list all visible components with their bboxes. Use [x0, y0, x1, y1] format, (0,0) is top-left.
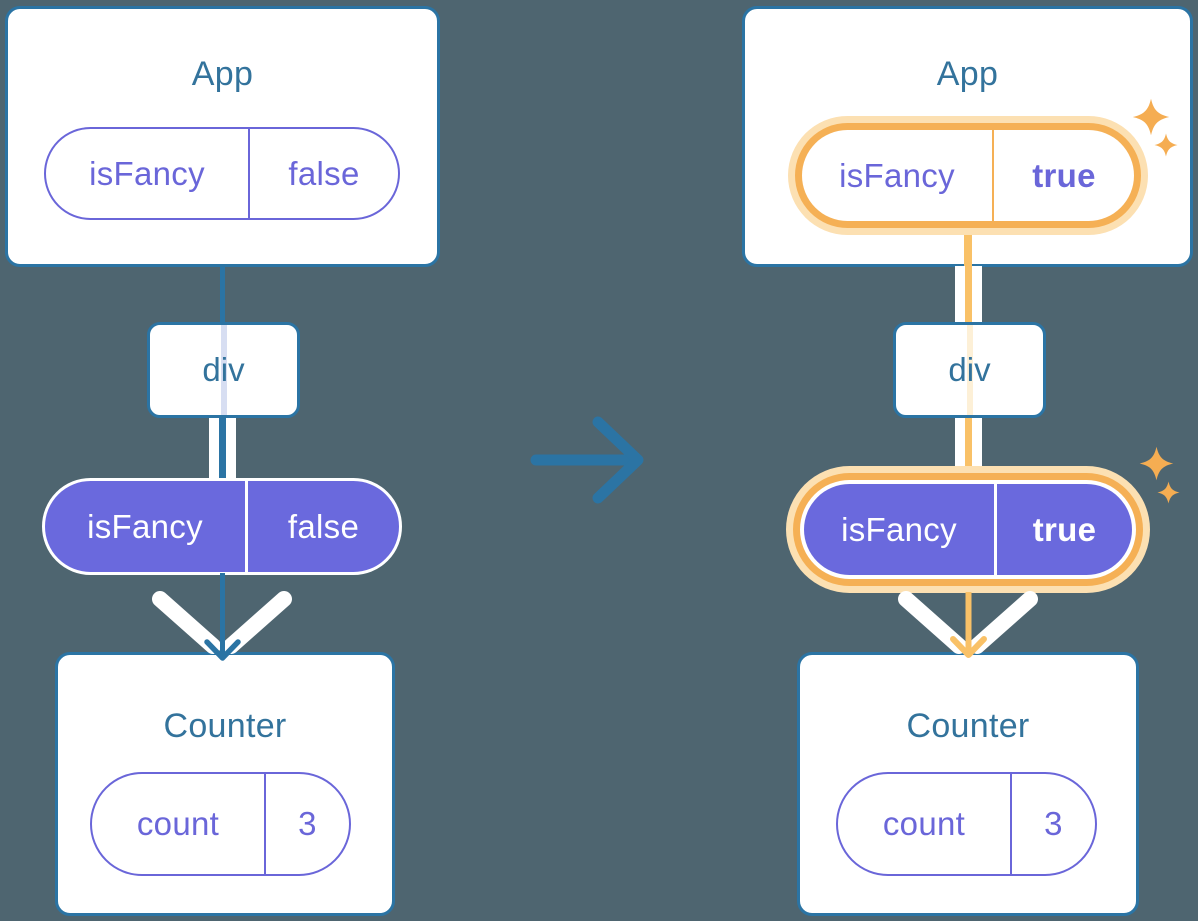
count-state-pill: count 3 — [836, 772, 1097, 876]
pill-divider — [992, 130, 994, 221]
pill-divider — [248, 129, 250, 218]
chevron-arrow-icon — [898, 591, 1038, 658]
prop-pipe — [955, 418, 982, 470]
app-title: App — [191, 55, 254, 93]
tree-edge — [220, 266, 225, 323]
prop-pill: isFancy false — [42, 478, 402, 575]
app-title: App — [936, 55, 999, 93]
div-node: div — [893, 322, 1046, 418]
chevron-arrow-icon — [152, 573, 292, 661]
prop-pipe — [955, 266, 982, 322]
prop-pill-highlighted: isFancy true — [786, 466, 1150, 593]
sparkle-icon — [1157, 481, 1180, 504]
prop-value: true — [1032, 510, 1097, 548]
state-key: count — [882, 805, 966, 842]
prop-line-through-div — [220, 325, 227, 415]
pill-divider — [994, 484, 997, 575]
state-key: isFancy — [839, 156, 955, 194]
state-key: isFancy — [89, 154, 205, 192]
pill-divider — [1010, 774, 1012, 874]
prop-value: false — [287, 507, 360, 545]
prop-line-through-div — [966, 325, 973, 415]
sparkle-icon — [1132, 98, 1170, 136]
highlight-ring: isFancy true — [795, 123, 1141, 228]
pill-divider — [245, 481, 248, 572]
prop-key: isFancy — [87, 507, 203, 545]
sparkle-icon — [1139, 446, 1174, 481]
div-label: div — [202, 351, 245, 388]
count-state-pill: count 3 — [90, 772, 351, 876]
counter-title: Counter — [163, 707, 287, 745]
div-label: div — [948, 351, 991, 388]
highlight-ring: isFancy true — [793, 473, 1143, 586]
state-value: 3 — [298, 805, 317, 842]
app-state-pill-highlighted: isFancy true — [788, 116, 1148, 235]
state-key: count — [136, 805, 220, 842]
div-node: div — [147, 322, 300, 418]
arrow-right-icon — [530, 416, 644, 504]
state-value: 3 — [1044, 805, 1063, 842]
prop-key: isFancy — [841, 510, 957, 548]
prop-line — [964, 230, 972, 267]
app-state-pill: isFancy false — [44, 127, 400, 220]
state-value: false — [288, 154, 360, 192]
state-value: true — [1032, 156, 1096, 194]
pill-divider — [264, 774, 266, 874]
counter-title: Counter — [906, 707, 1030, 745]
sparkle-icon — [1154, 133, 1178, 157]
prop-pipe — [209, 418, 236, 479]
